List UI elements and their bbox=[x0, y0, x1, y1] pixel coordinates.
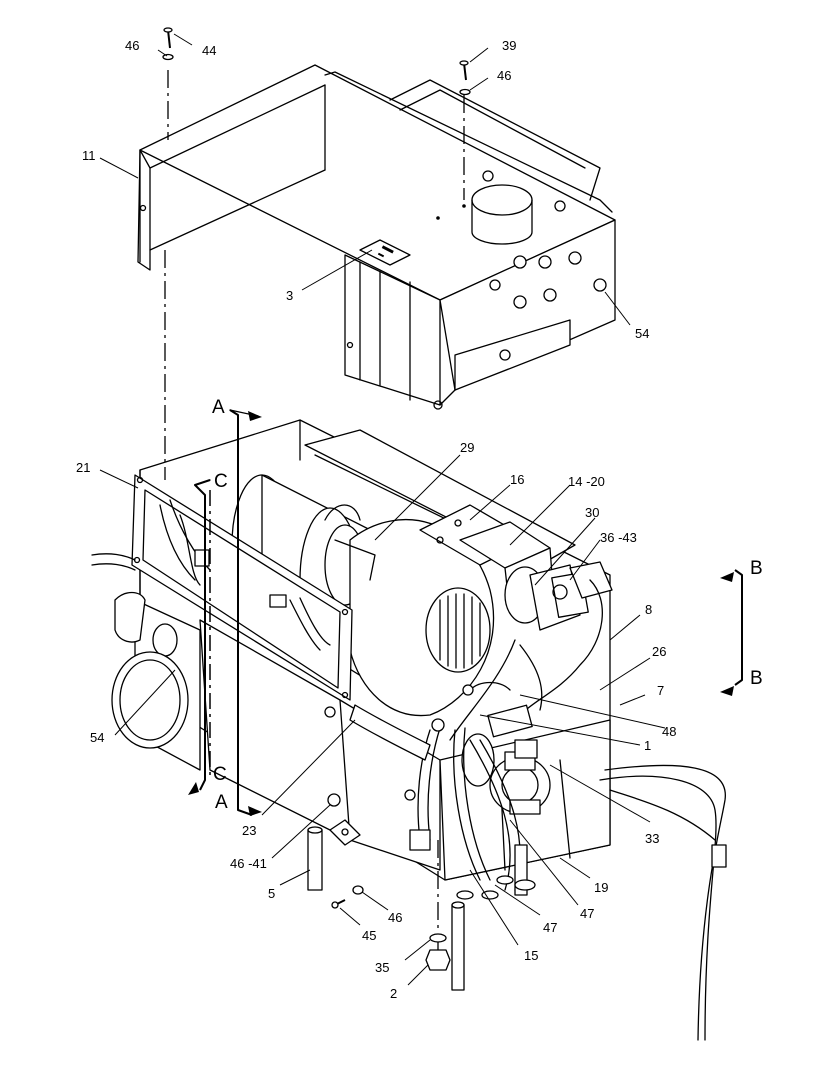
fuel-pump bbox=[504, 561, 613, 631]
callout-8-13: 8 bbox=[645, 602, 652, 617]
callout-47-29: 47 bbox=[580, 906, 594, 921]
lower-controls bbox=[461, 704, 551, 815]
callout-11-4: 11 bbox=[82, 148, 96, 163]
top-cover-housing bbox=[137, 64, 616, 410]
callout-7-15: 7 bbox=[657, 683, 664, 698]
callout-leaders bbox=[99, 33, 666, 986]
section-marker-a bbox=[229, 409, 262, 816]
loose-hardware bbox=[162, 27, 727, 1041]
section-marker-b bbox=[720, 569, 743, 696]
callout-39-2: 39 bbox=[502, 38, 516, 53]
callout-47-28: 47 bbox=[543, 920, 557, 935]
callout-36-43-12: 36 -43 bbox=[600, 530, 637, 545]
callout-16-9: 16 bbox=[510, 472, 524, 487]
section-label-c-2: C bbox=[214, 471, 228, 492]
callout-14-20-10: 14 -20 bbox=[568, 474, 605, 489]
heater-assembly bbox=[139, 419, 613, 991]
callout-45-23: 45 bbox=[362, 928, 376, 943]
identification-plate bbox=[359, 239, 411, 266]
callout-19-30: 19 bbox=[594, 880, 608, 895]
section-label-a-0: A bbox=[212, 397, 225, 418]
callout-44-1: 44 bbox=[202, 43, 216, 58]
section-marker-c bbox=[188, 479, 211, 795]
blower-outlet-grille bbox=[439, 593, 481, 669]
callout-1-17: 1 bbox=[644, 738, 651, 753]
callout-46-0: 46 bbox=[125, 38, 139, 53]
callout-48-16: 48 bbox=[662, 724, 676, 739]
callout-5-22: 5 bbox=[268, 886, 275, 901]
section-label-b-4: B bbox=[750, 558, 763, 579]
callout-33-18: 33 bbox=[645, 831, 659, 846]
callout-15-27: 15 bbox=[524, 948, 538, 963]
callout-46-3: 46 bbox=[497, 68, 511, 83]
callout-35-25: 35 bbox=[375, 960, 389, 975]
callout-54-6: 54 bbox=[635, 326, 649, 341]
callout-46-24: 46 bbox=[388, 910, 402, 925]
section-label-a-1: A bbox=[215, 792, 228, 813]
callout-29-8: 29 bbox=[460, 440, 474, 455]
front-panel-gasket bbox=[91, 474, 353, 701]
side-fittings bbox=[489, 251, 607, 361]
callout-21-7: 21 bbox=[76, 460, 90, 475]
section-label-b-5: B bbox=[750, 668, 763, 689]
callout-46-41-21: 46 -41 bbox=[230, 856, 267, 871]
callout-54-19: 54 bbox=[90, 730, 104, 745]
callout-23-20: 23 bbox=[242, 823, 256, 838]
callout-26-14: 26 bbox=[652, 644, 666, 659]
section-label-c-3: C bbox=[213, 764, 227, 785]
callout-2-26: 2 bbox=[390, 986, 397, 1001]
callout-30-11: 30 bbox=[585, 505, 599, 520]
callout-3-5: 3 bbox=[286, 288, 293, 303]
